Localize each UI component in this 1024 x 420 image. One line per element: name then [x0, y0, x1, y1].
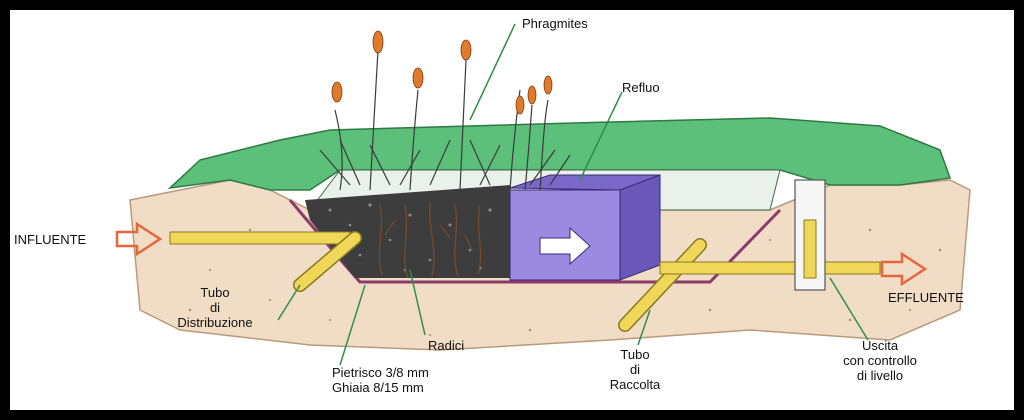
effluente-arrow — [880, 251, 928, 287]
label-tubo-distribuzione-line-1: Tubo — [200, 285, 230, 300]
label-tubo-distribuzione: Tubo di Distribuzione — [160, 285, 270, 330]
distribution-pipe-fill — [294, 232, 361, 291]
collection-pipe-fill — [619, 239, 706, 331]
label-tubo-distribuzione-line-3: Distribuzione — [177, 315, 253, 330]
label-tubo-distribuzione-line-2: di — [209, 300, 221, 315]
refluo-box-side — [619, 174, 661, 281]
label-radici: Radici — [428, 338, 465, 353]
constructed-wetland-illustration — [115, 23, 971, 366]
leader-lines — [277, 23, 869, 366]
roots — [378, 201, 482, 279]
influente-arrow — [115, 221, 163, 257]
inlet-pipe — [169, 231, 351, 245]
label-uscita-line-1: Uscita — [861, 338, 899, 353]
label-tubo-raccolta-line-1: Tubo — [620, 347, 650, 362]
label-uscita: Uscita con controllo di livello — [825, 338, 935, 383]
gravel-texture — [328, 203, 492, 272]
label-pietrisco: Pietrisco 3/8 mm — [332, 365, 429, 380]
soil-speckles — [178, 228, 942, 336]
label-tubo-raccolta-line-3: Raccolta — [609, 377, 661, 392]
label-influente: INFLUENTE — [14, 232, 87, 247]
phragmites-plants — [319, 49, 571, 191]
outlet-pipe — [659, 261, 881, 275]
label-effluente: EFFLUENTE — [888, 290, 964, 305]
label-phragmites: Phragmites — [522, 16, 588, 31]
diagram-panel: Phragmites Refluo INFLUENTE EFFLUENTE Tu… — [10, 10, 1014, 410]
label-uscita-line-3: di livello — [856, 368, 904, 383]
phragmites-heads — [331, 30, 553, 115]
grass-surface — [167, 117, 952, 191]
gravel-bed — [305, 185, 510, 278]
refluo-flow-arrow — [539, 226, 591, 266]
label-tubo-raccolta-line-2: di — [629, 362, 641, 377]
level-control-standpipe — [803, 219, 817, 279]
label-uscita-line-2: con controllo — [843, 353, 917, 368]
refluo-box-front — [509, 189, 621, 281]
label-tubo-raccolta: Tubo di Raccolta — [600, 347, 670, 392]
label-gravel: Pietrisco 3/8 mm Ghiaia 8/15 mm — [332, 365, 429, 395]
label-ghiaia: Ghiaia 8/15 mm — [332, 380, 424, 395]
label-refluo: Refluo — [622, 80, 660, 95]
